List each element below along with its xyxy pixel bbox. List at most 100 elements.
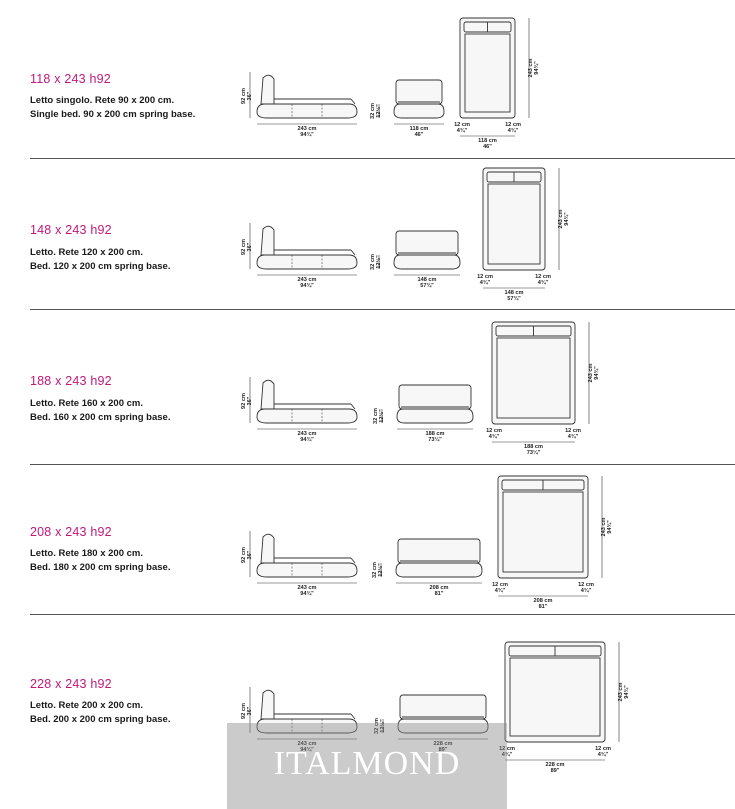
headboard-front [399,694,487,720]
foot-height-in-label: 12½" [375,255,382,269]
mattress-plan [496,337,571,419]
mattress-edge [350,249,356,256]
plan-length-cm-label: 243 cm [618,682,624,701]
watermark-text: ITALMOND [273,745,461,782]
side-rail-in-label: 4¾" [480,279,491,286]
bed-base-side [256,103,358,119]
plan-length-cm-label: 243 cm [601,517,607,536]
length-in-label: 94¾" [300,282,314,289]
row-divider [30,309,735,310]
mattress-edge [350,98,356,105]
description-italian: Letto singolo. Rete 90 x 200 cm. [30,95,175,106]
length-in-label: 94¾" [300,436,314,443]
width-cm-label: 208 cm [430,585,449,591]
width-cm-label: 228 cm [434,741,453,747]
headboard-cushion [260,689,275,720]
bed-base-front [393,254,461,270]
headboard-cushion [260,225,275,256]
bed-plan-outline [504,641,606,743]
bed-base-front [397,718,489,734]
width-in-label: 57¾" [420,282,434,289]
bed-description: Letto. Rete 160 x 200 cm. Bed. 160 x 200… [30,397,170,425]
width-in-label: 89" [439,747,448,753]
plan-length-cm-label: 243 cm [528,58,534,77]
description-italian: Letto. Rete 180 x 200 cm. [30,548,143,559]
height-in-label: 36" [247,91,253,100]
mattress-edge [350,557,356,564]
length-in-label: 94¾" [300,590,314,597]
bed-plan-outline [491,321,576,425]
plan-width-cm-label: 148 cm [505,290,524,296]
headboard-cushion [260,379,275,410]
width-in-label: 81" [435,591,444,597]
foot-height-in-label: 12½" [378,409,385,423]
side-rail-cm-label: 12 cm [505,122,521,128]
foot-height-cm-label: 32 cm [374,718,380,734]
foot-height-in-label: 12½" [379,719,386,733]
description-english: Bed. 200 x 200 cm spring base. [30,714,171,725]
bed-base-side [256,254,358,270]
bed-size-title: 208 x 243 h92 [30,525,112,539]
bed-base-front [395,562,483,578]
bed-description: Letto. Rete 180 x 200 cm. Bed. 180 x 200… [30,547,170,575]
height-cm-label: 92 cm [241,703,247,719]
side-rail-in-label: 4¾" [502,751,513,758]
plan-length-in-label: 94¾" [593,366,600,380]
width-cm-label: 148 cm [418,277,437,283]
plan-length-in-label: 94¾" [563,212,570,226]
description-italian: Letto. Rete 200 x 200 cm. [30,700,143,711]
mattress-plan [487,183,541,265]
foot-height-cm-label: 32 cm [370,103,376,119]
side-rail-in-label: 4¾" [508,127,519,134]
side-rail-in-label: 4¾" [538,279,549,286]
plan-width-cm-label: 118 cm [478,138,497,144]
plan-length-in-label: 94¾" [606,520,613,534]
row-divider [30,464,735,465]
plan-width-in-label: 46" [483,144,492,150]
bed-base-front [396,408,474,424]
height-cm-label: 92 cm [241,393,247,409]
side-rail-in-label: 4¾" [489,433,500,440]
side-rail-cm-label: 12 cm [486,428,502,434]
side-rail-cm-label: 12 cm [535,274,551,280]
plan-width-in-label: 81" [539,604,548,610]
side-rail-in-label: 4¾" [581,587,592,594]
mattress-plan [502,491,584,573]
plan-length-in-label: 94¾" [623,685,630,699]
headboard-cushion [260,533,275,564]
bed-plan-outline [482,167,546,271]
side-rail-cm-label: 12 cm [454,122,470,128]
length-cm-label: 243 cm [298,431,317,437]
foot-height-in-label: 12½" [375,104,382,118]
bed-plan-outline [459,17,516,119]
bed-base-side [256,562,358,578]
bed-plan-outline [497,475,589,579]
side-rail-in-label: 4¾" [598,751,609,758]
length-cm-label: 243 cm [298,741,317,747]
height-in-label: 36" [247,396,253,405]
description-italian: Letto. Rete 160 x 200 cm. [30,398,143,409]
description-english: Bed. 160 x 200 cm spring base. [30,412,171,423]
row-divider [30,614,735,615]
length-cm-label: 243 cm [298,126,317,132]
mattress-plan [464,33,511,113]
height-cm-label: 92 cm [241,547,247,563]
description-english: Bed. 180 x 200 cm spring base. [30,562,171,573]
plan-width-cm-label: 188 cm [524,444,543,450]
length-cm-label: 243 cm [298,277,317,283]
description-english: Bed. 120 x 200 cm spring base. [30,261,171,272]
side-rail-cm-label: 12 cm [578,582,594,588]
width-in-label: 73¼" [428,436,442,443]
side-rail-cm-label: 12 cm [477,274,493,280]
length-in-label: 94¾" [300,131,314,138]
side-rail-in-label: 4¾" [568,433,579,440]
bed-size-title: 118 x 243 h92 [30,72,111,86]
plan-width-in-label: 57¾" [507,295,521,302]
plan-width-cm-label: 208 cm [534,598,553,604]
height-in-label: 36" [247,706,253,715]
width-cm-label: 118 cm [410,126,429,132]
